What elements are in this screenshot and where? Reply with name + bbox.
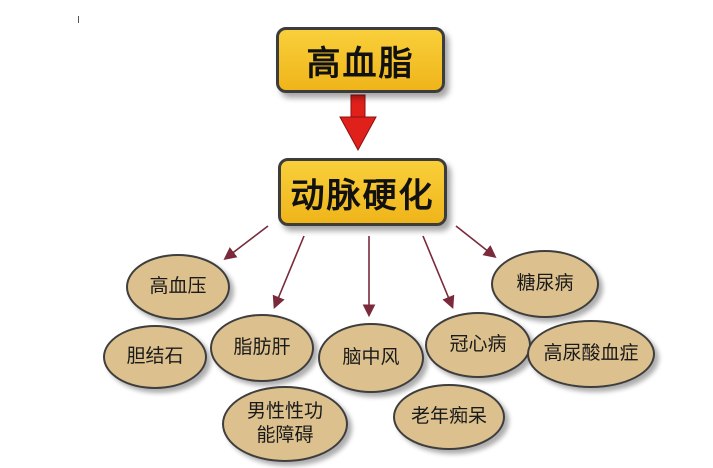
corner-mark [78,16,79,23]
branch-arrow-gaoxueya [223,225,269,260]
node-laonian: 老年痴呆 [393,384,505,450]
node-gaoxueya: 高血压 [126,254,230,320]
hyperlipidemia-box: 高血脂 [276,27,445,93]
node-guanxinbing: 冠心病 [425,312,531,378]
node-gaoniaosuan: 高尿酸血症 [527,320,655,388]
down-arrow [339,94,377,152]
branch-arrow-guanxinbing [422,235,455,309]
arteriosclerosis-box: 动脉硬化 [278,158,447,226]
branch-arrow-zhifanggan [272,235,305,309]
node-tangniaobing: 糖尿病 [491,250,599,318]
node-danjieshi: 胆结石 [103,325,207,389]
node-naozhongfeng: 脑中风 [318,323,424,393]
branch-arrow-tangniaobing [455,225,497,258]
node-nanxing: 男性性功能障碍 [222,386,348,462]
node-zhifanggan: 脂肪肝 [210,314,314,382]
